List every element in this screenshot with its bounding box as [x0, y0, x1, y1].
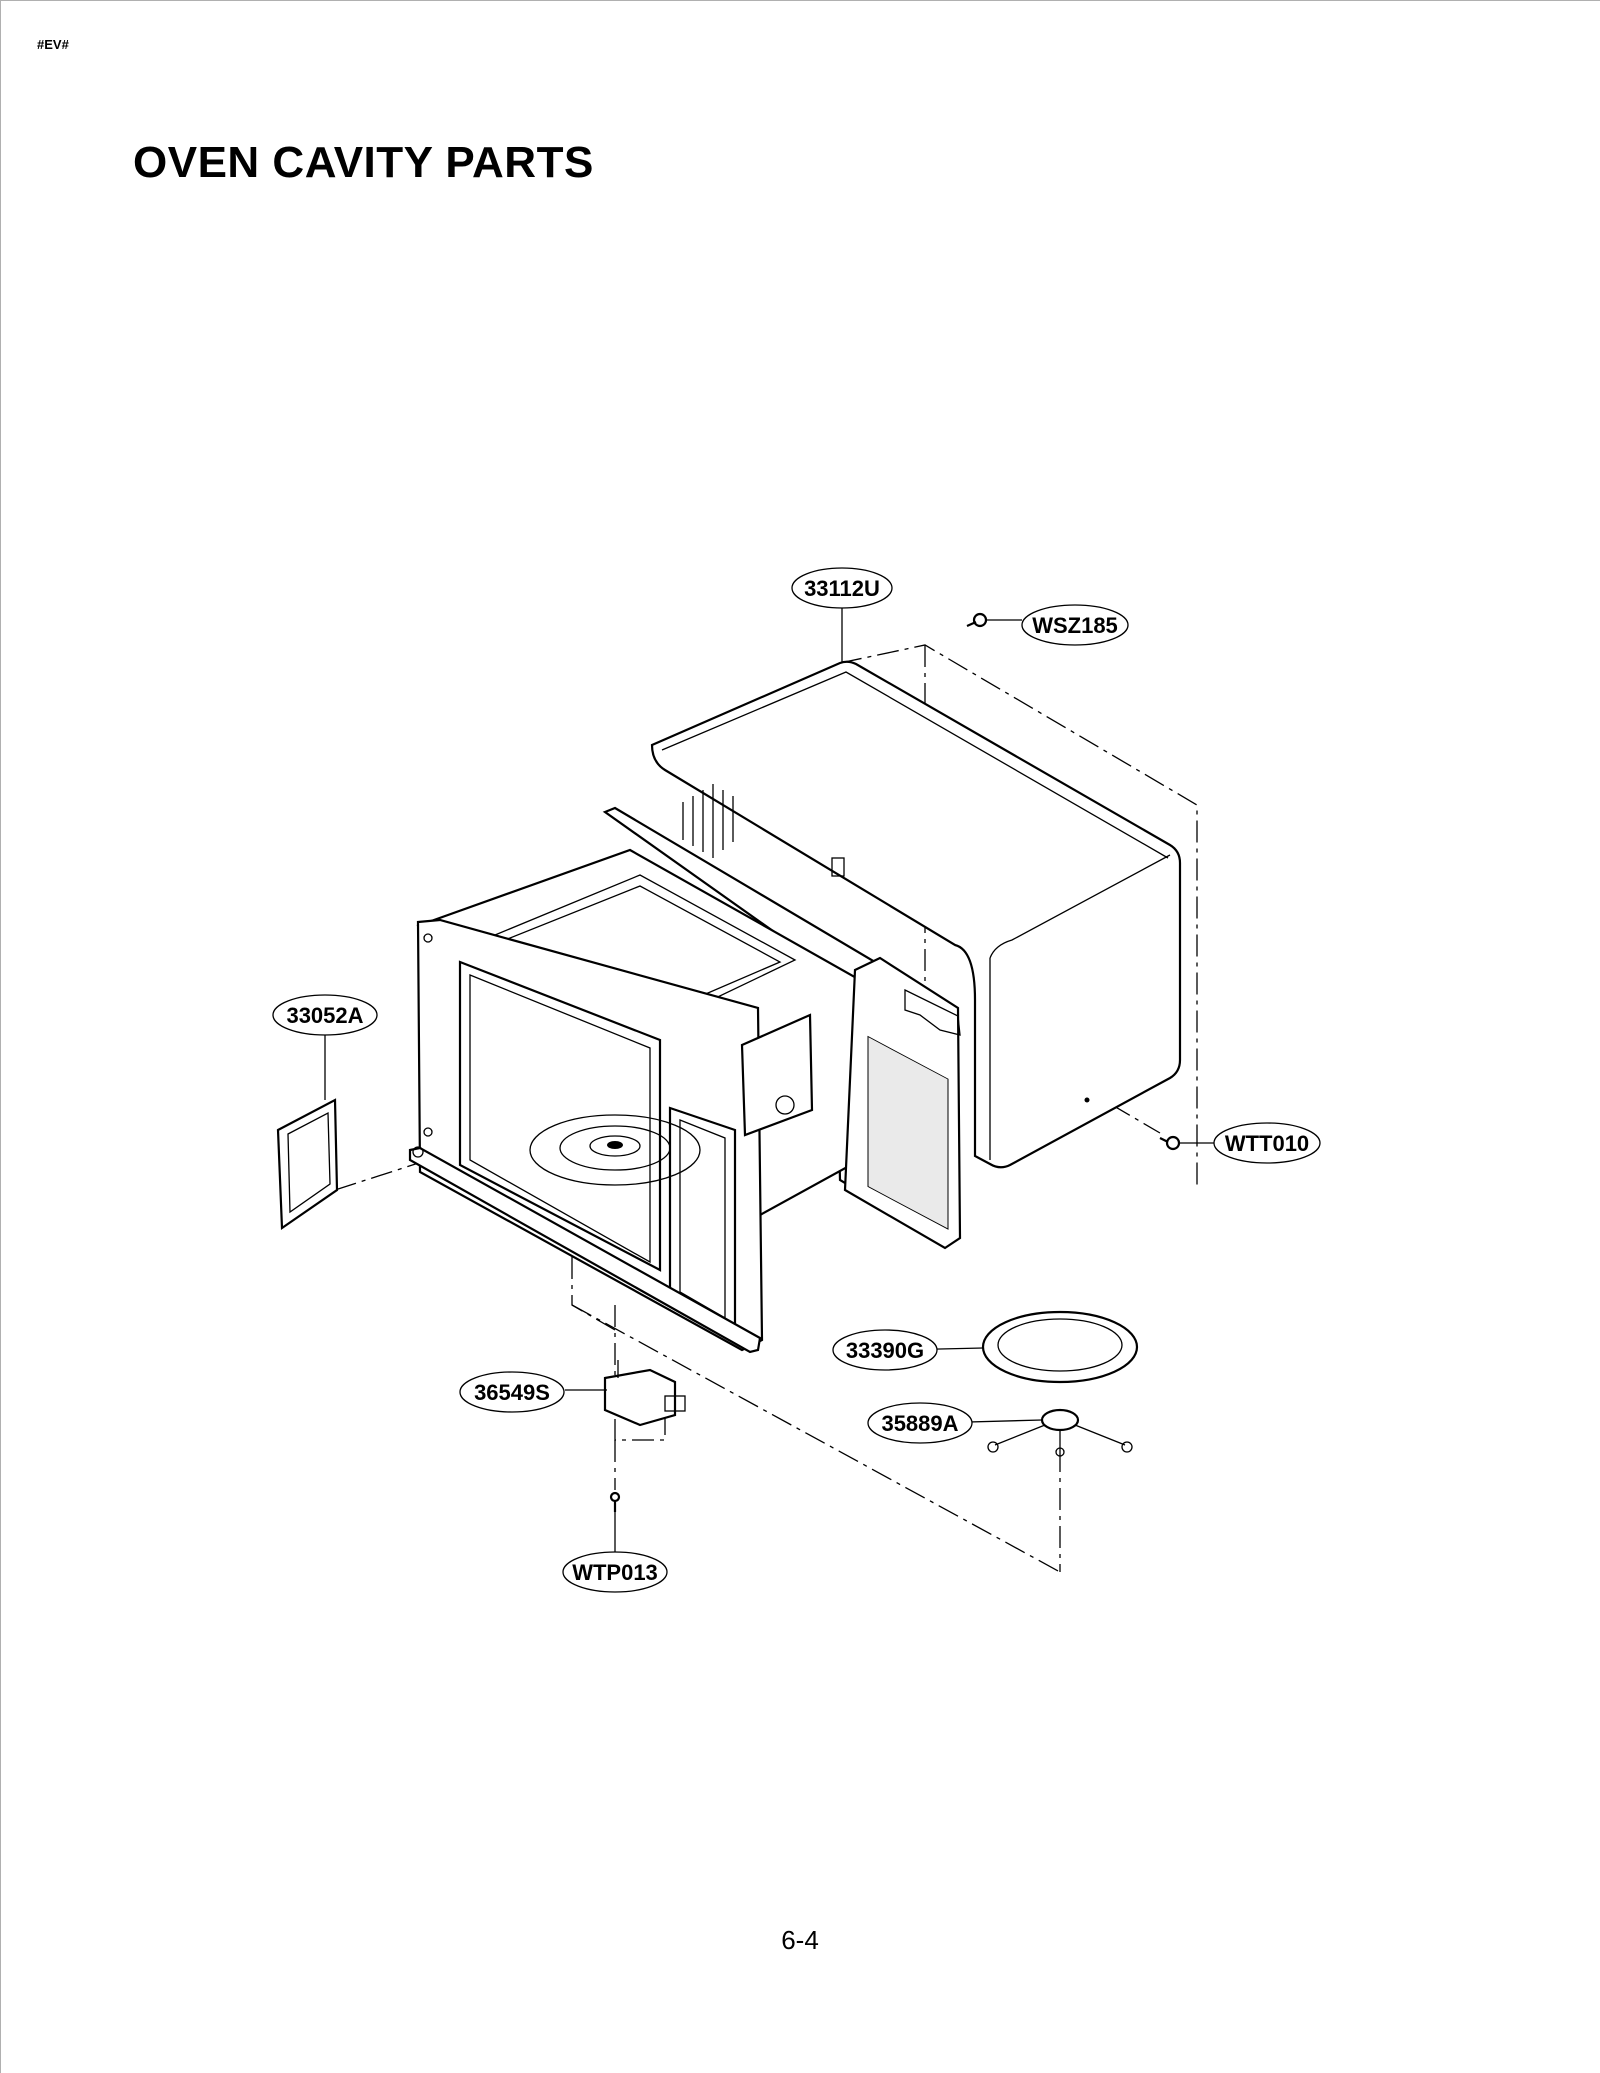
- page-title: OVEN CAVITY PARTS: [133, 138, 594, 187]
- roller-guide-part: [987, 1408, 1133, 1457]
- callout-33112u: 33112U: [791, 567, 893, 609]
- callout-33052a: 33052A: [272, 994, 378, 1036]
- page-number: 6-4: [781, 1925, 819, 1955]
- page-frame-left: [0, 0, 1, 2073]
- page-frame-top: [0, 0, 1600, 1]
- screw-wsz185: [966, 612, 1022, 628]
- callout-wsz185: WSZ185: [1021, 604, 1129, 646]
- callout-wtt010: WTT010: [1213, 1122, 1321, 1164]
- callout-label: 33052A: [286, 1003, 363, 1028]
- callout-label: WSZ185: [1032, 613, 1118, 638]
- oven-cavity: [408, 806, 962, 1354]
- callout-label: 33112U: [804, 576, 880, 601]
- callout-36549s: 36549S: [459, 1371, 565, 1413]
- callout-35889a: 35889A: [867, 1402, 973, 1444]
- screw-wtt010: [1159, 1135, 1215, 1151]
- screw-wtp013: [609, 1491, 621, 1552]
- callout-label: WTP013: [572, 1560, 658, 1585]
- callout-label: WTT010: [1225, 1131, 1309, 1156]
- cabinet-vent-slots: [682, 784, 734, 858]
- glass-tray-part: [981, 1310, 1139, 1384]
- callout-label: 36549S: [474, 1380, 550, 1405]
- waveguide-cover-part: [276, 1098, 339, 1231]
- outer-cabinet: [650, 660, 1182, 1169]
- turntable-motor-part: [603, 1360, 686, 1427]
- document-tag: #EV#: [37, 37, 69, 52]
- callout-33390g: 33390G: [832, 1329, 938, 1371]
- callout-label: 33390G: [846, 1338, 924, 1363]
- callout-label: 35889A: [881, 1411, 958, 1436]
- callout-wtp013: WTP013: [562, 1551, 668, 1593]
